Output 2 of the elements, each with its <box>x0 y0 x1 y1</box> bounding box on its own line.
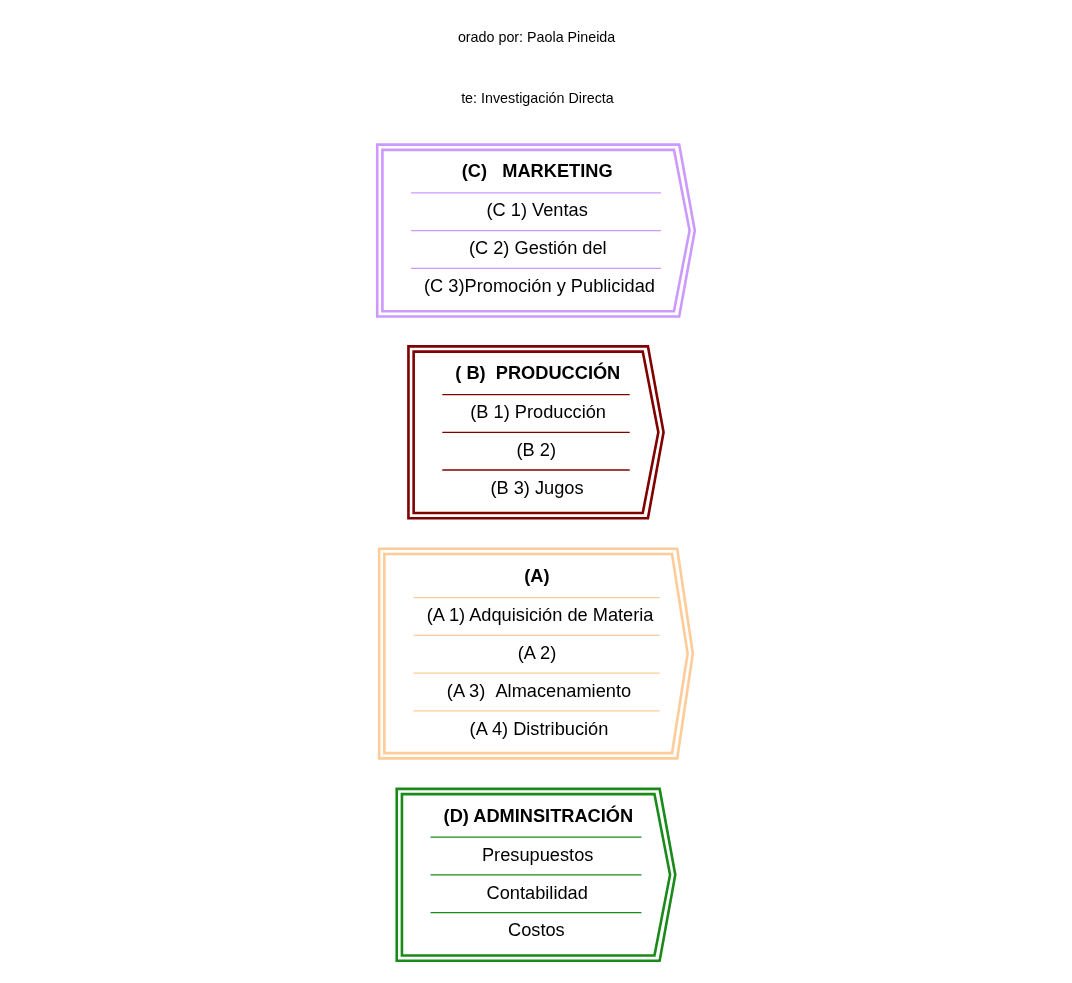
label: orado por: Paola Pineida <box>457 28 616 45</box>
label: te: Investigación Directa <box>461 89 614 106</box>
